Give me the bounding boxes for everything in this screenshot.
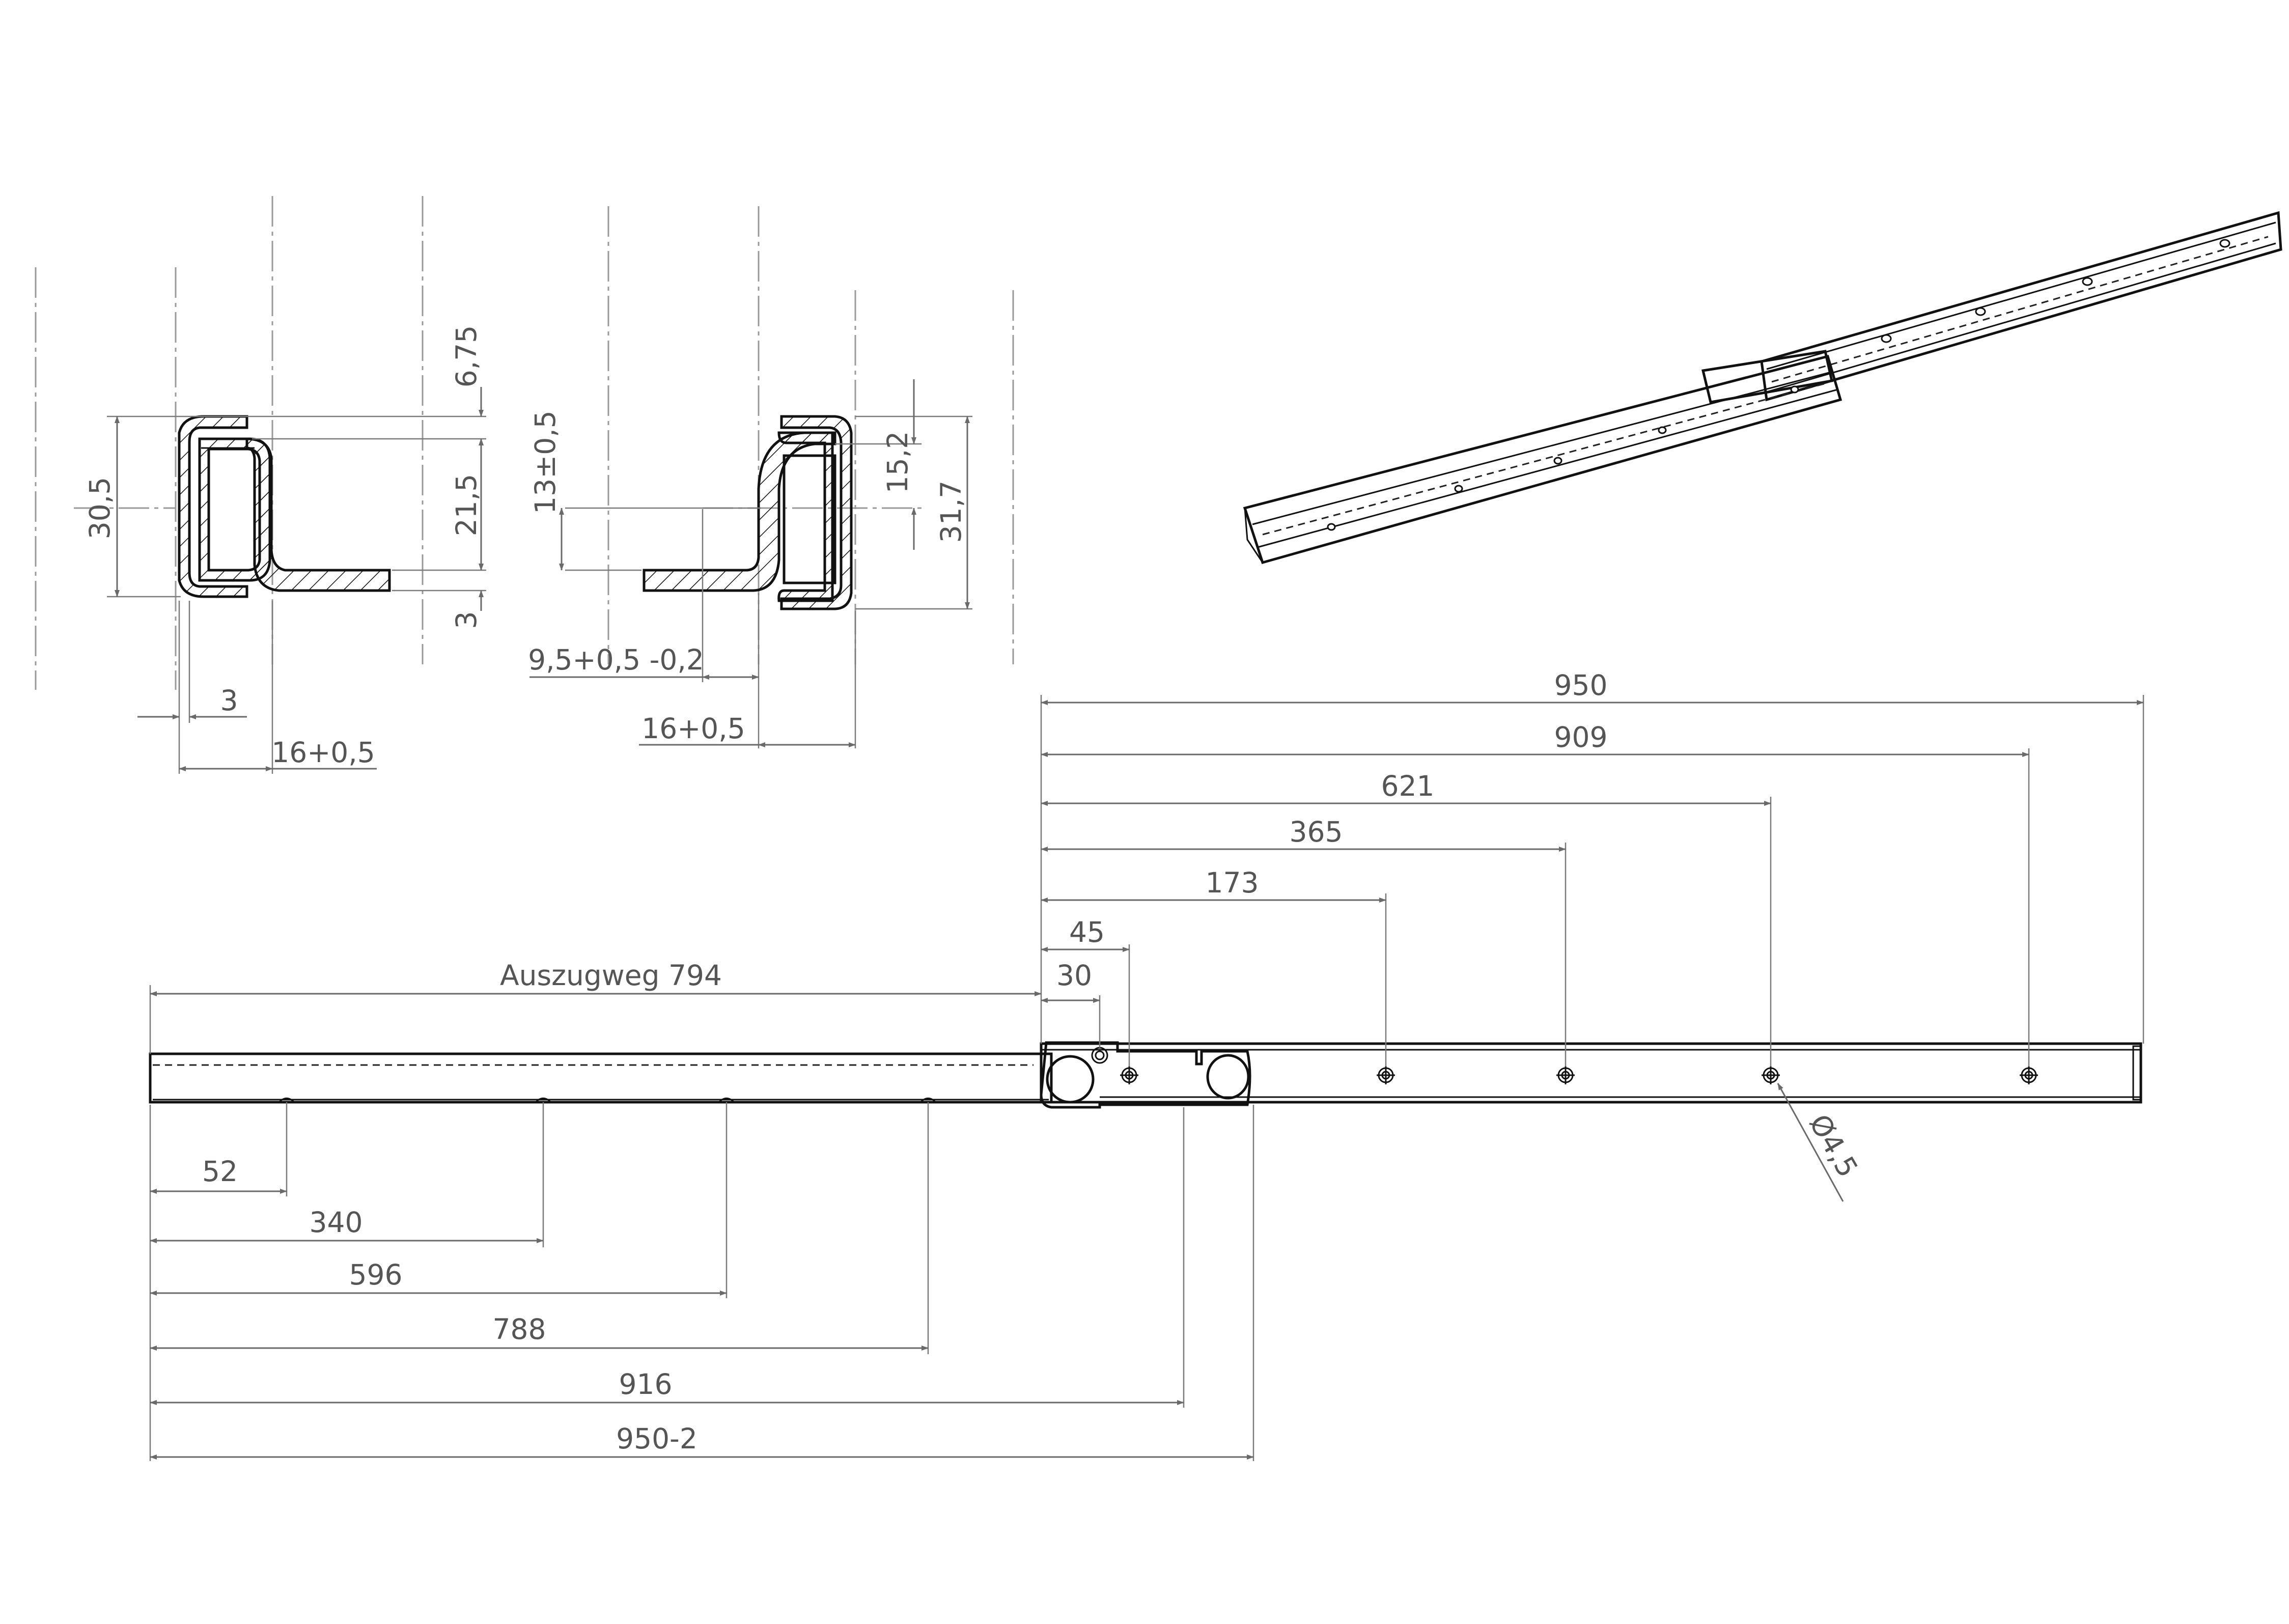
notch xyxy=(278,1098,295,1103)
top-dimensions: 950 909 621 365 173 45 30 Auszugweg 794 xyxy=(149,669,2144,1067)
iso-carriage xyxy=(1701,350,1834,404)
mount-hole xyxy=(1556,1066,1575,1084)
iso-rail-end xyxy=(1244,508,1264,563)
dim-340: 340 xyxy=(310,1206,363,1239)
inner-rail xyxy=(149,1052,1053,1104)
iso-inner-rail xyxy=(1243,354,1843,565)
iso-hole xyxy=(1553,457,1562,465)
elevation-view xyxy=(149,1041,2142,1109)
iso-outer-rail xyxy=(1760,211,2282,402)
dim-916: 916 xyxy=(619,1368,673,1401)
iso-hole xyxy=(2082,277,2093,286)
iso-rail-edge xyxy=(1766,221,2276,370)
dim-9-5-tol: 9,5+0,5 -0,2 xyxy=(528,643,704,676)
dim-45: 45 xyxy=(1069,916,1105,948)
outer-profile-section xyxy=(178,415,248,598)
notch xyxy=(718,1098,735,1103)
dim-21-5: 21,5 xyxy=(450,474,483,536)
carriage xyxy=(1040,1041,1251,1109)
dim-31-7: 31,7 xyxy=(935,481,967,543)
dim-16-0-5-right: 16+0,5 xyxy=(641,712,745,745)
mount-hole xyxy=(1762,1066,1780,1084)
isometric-view xyxy=(1243,211,2282,565)
dim-3-bottom: 3 xyxy=(450,611,483,629)
iso-hole xyxy=(1454,485,1463,493)
dim-788: 788 xyxy=(493,1313,546,1346)
iso-hidden-line xyxy=(1771,236,2269,383)
dim-596: 596 xyxy=(349,1258,403,1291)
iso-hole xyxy=(2219,239,2230,248)
cross-section-right: 13±0,5 15,2 31,7 9,5+0,5 -0,2 16+0,5 xyxy=(528,206,1014,748)
dim-15-2: 15,2 xyxy=(881,431,914,493)
bottom-dimensions: 52 340 596 788 916 950-2 Ø4,5 xyxy=(149,1083,1864,1461)
dim-52: 52 xyxy=(202,1155,238,1188)
mount-hole xyxy=(2020,1066,2038,1084)
notch xyxy=(535,1098,552,1103)
leader-line xyxy=(1777,1083,1844,1202)
iso-rail-edge xyxy=(1252,371,1833,525)
iso-hole xyxy=(1975,307,1986,316)
dim-909: 909 xyxy=(1554,721,1608,753)
notch xyxy=(919,1098,937,1103)
iso-hole xyxy=(1327,523,1336,531)
rail-endcap xyxy=(2132,1045,2142,1101)
iso-hole xyxy=(1658,426,1667,434)
cross-section-left: 30,5 6,75 21,5 3 3 16+0,5 xyxy=(35,196,486,774)
dim-13-tol: 13±0,5 xyxy=(529,410,562,514)
dim-travel: Auszugweg 794 xyxy=(500,959,722,992)
mount-hole xyxy=(1120,1066,1138,1084)
iso-hole xyxy=(1881,334,1892,343)
dim-30: 30 xyxy=(1056,959,1092,992)
iso-hole xyxy=(1790,385,1799,394)
rivet xyxy=(1095,1050,1105,1060)
dim-950: 950 xyxy=(1554,669,1608,702)
iso-rail-edge xyxy=(1257,388,1838,548)
rail-profile-section xyxy=(643,431,836,592)
iso-hidden-line xyxy=(1262,382,1828,536)
rail-profile-section xyxy=(245,437,391,592)
ball-roller xyxy=(1206,1054,1250,1100)
dim-173: 173 xyxy=(1206,866,1259,899)
iso-rail-edge xyxy=(1766,242,2276,393)
dim-621: 621 xyxy=(1381,770,1435,802)
dim-16-0-5-left: 16+0,5 xyxy=(271,736,375,769)
mount-hole xyxy=(1377,1066,1395,1084)
inner-bar xyxy=(783,454,836,584)
dim-30-5: 30,5 xyxy=(83,477,116,539)
ball-roller xyxy=(1046,1055,1095,1104)
dim-3-wall: 3 xyxy=(220,684,238,717)
dim-950-2: 950-2 xyxy=(616,1422,697,1455)
dim-6-75: 6,75 xyxy=(450,325,483,387)
dim-365: 365 xyxy=(1290,816,1343,848)
